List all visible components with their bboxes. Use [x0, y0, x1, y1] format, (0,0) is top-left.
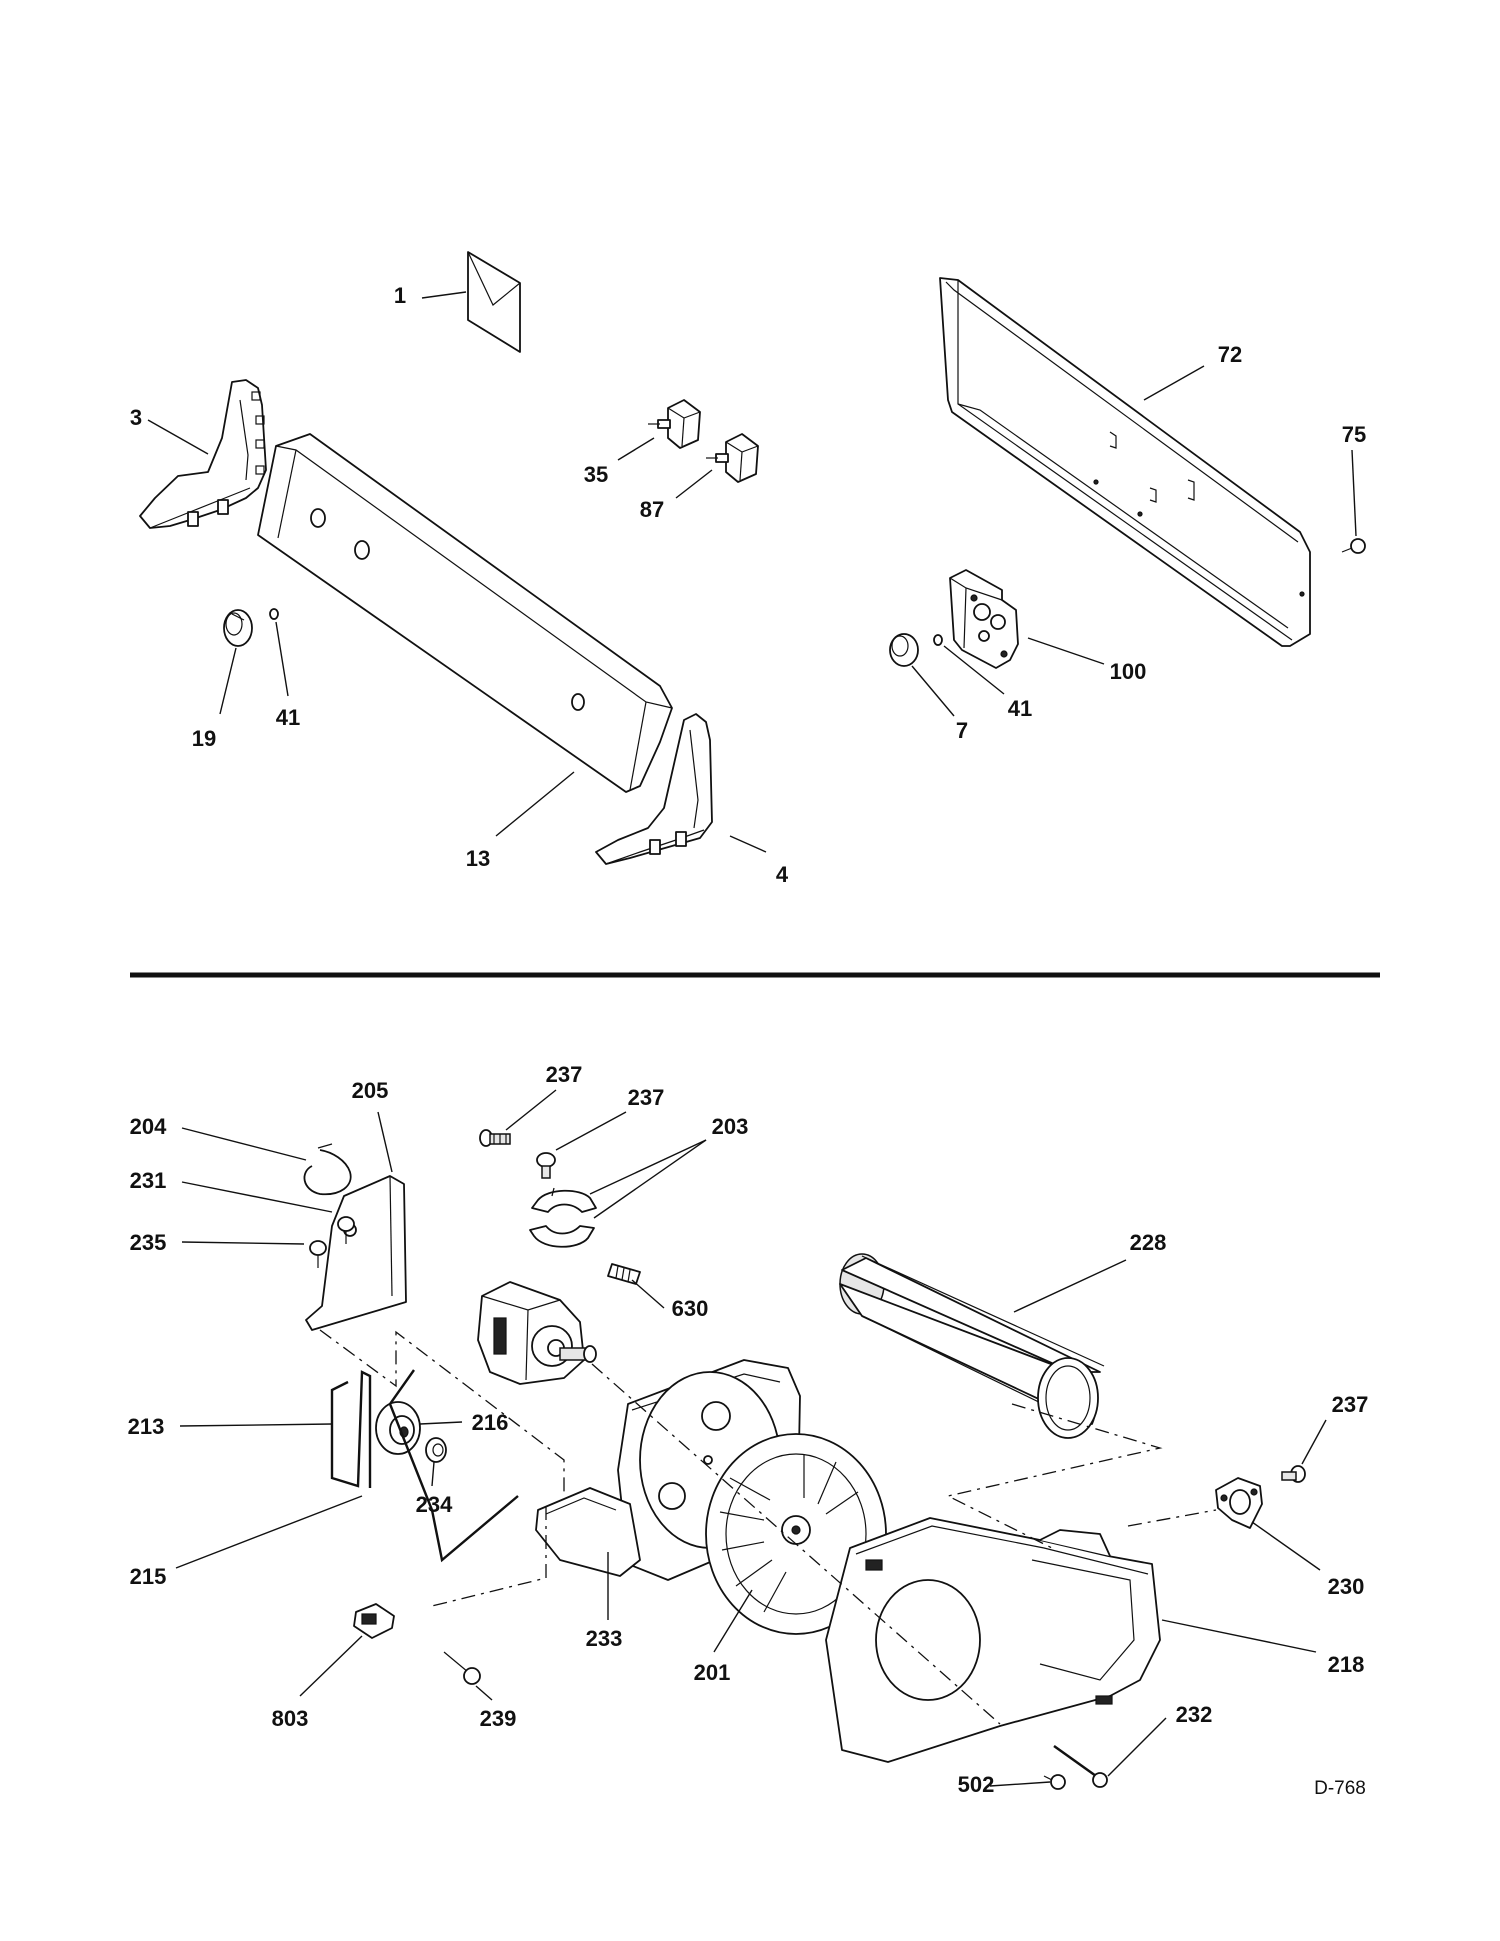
part-72-rear-panel: [939, 277, 1311, 647]
part-237-screw-a: [479, 1129, 511, 1147]
part-19-knob: [223, 609, 253, 647]
callout-237-c: 237: [1332, 1392, 1369, 1417]
bottom-callouts: 237 237 203 205 204 231 235 228 630 216 …: [128, 1062, 1369, 1797]
part-235-screw: [309, 1240, 327, 1268]
bottom-leader-lines: [175, 1089, 1327, 1787]
part-803-switch: [353, 1603, 395, 1639]
part-239-screw: [443, 1651, 481, 1685]
part-75-screw: [1341, 538, 1366, 554]
callout-4: 4: [776, 862, 789, 887]
callout-228: 228: [1130, 1230, 1167, 1255]
callout-237-b: 237: [628, 1085, 665, 1110]
callout-41-right: 41: [1008, 696, 1032, 721]
part-228-duct: [839, 1253, 1105, 1439]
part-87-switch: [706, 433, 759, 483]
callout-72: 72: [1218, 342, 1242, 367]
callout-3: 3: [130, 405, 142, 430]
part-41-clip-left: [269, 608, 279, 620]
callout-218: 218: [1328, 1652, 1365, 1677]
callout-35: 35: [584, 462, 608, 487]
callout-87: 87: [640, 497, 664, 522]
assembly-dash-lines: [319, 1187, 1217, 1725]
callout-201: 201: [694, 1660, 731, 1685]
part-630-block: [607, 1263, 641, 1285]
callout-239: 239: [480, 1706, 517, 1731]
callout-231: 231: [130, 1168, 167, 1193]
part-234-nut: [425, 1437, 447, 1463]
part-13-control-panel: [257, 433, 673, 793]
callout-237-a: 237: [546, 1062, 583, 1087]
callout-232: 232: [1176, 1702, 1213, 1727]
part-216-pulley: [375, 1401, 421, 1455]
callout-13: 13: [466, 846, 490, 871]
part-230-thermostat: [1215, 1477, 1263, 1529]
callout-234: 234: [416, 1492, 453, 1517]
callout-75: 75: [1342, 422, 1366, 447]
part-100-timer: [949, 569, 1019, 669]
document-id: D-768: [1314, 1778, 1366, 1799]
callout-216: 216: [472, 1410, 509, 1435]
callout-205: 205: [352, 1078, 389, 1103]
part-502-screw: [1043, 1774, 1066, 1790]
part-4-right-endcap: [595, 713, 713, 865]
motor: [477, 1281, 597, 1385]
callout-230: 230: [1328, 1574, 1365, 1599]
part-203-clamps: [529, 1189, 597, 1248]
callout-204: 204: [130, 1114, 167, 1139]
callout-19: 19: [192, 726, 216, 751]
callout-7: 7: [956, 718, 968, 743]
callout-630: 630: [672, 1296, 709, 1321]
callout-100: 100: [1110, 659, 1147, 684]
part-35-switch: [648, 399, 701, 449]
part-204-clip: [303, 1143, 352, 1196]
part-215-spring-rod: [388, 1369, 519, 1563]
part-1-envelope: [467, 251, 521, 353]
callout-235: 235: [130, 1230, 167, 1255]
part-41-clip-right: [933, 634, 943, 646]
callout-213: 213: [128, 1414, 165, 1439]
callout-1: 1: [394, 283, 406, 308]
callout-215: 215: [130, 1564, 167, 1589]
top-callouts: 1 3 35 87 72 75 19 41 13 4 100 41 7: [130, 283, 1366, 887]
part-237-screw-b: [536, 1152, 556, 1179]
callout-502: 502: [958, 1772, 995, 1797]
part-7-knob: [889, 633, 919, 667]
part-237-screw-c: [1281, 1465, 1306, 1483]
callout-41-left: 41: [276, 705, 300, 730]
part-218-blower-housing: [825, 1517, 1161, 1763]
callout-803: 803: [272, 1706, 309, 1731]
part-213-idler-arm: [330, 1370, 372, 1488]
callout-203: 203: [712, 1114, 749, 1139]
callout-233: 233: [586, 1626, 623, 1651]
part-231-screw: [337, 1216, 355, 1244]
part-3-left-endcap: [139, 379, 267, 529]
top-leader-lines: [147, 291, 1357, 853]
part-232-long-screw: [1053, 1744, 1108, 1788]
